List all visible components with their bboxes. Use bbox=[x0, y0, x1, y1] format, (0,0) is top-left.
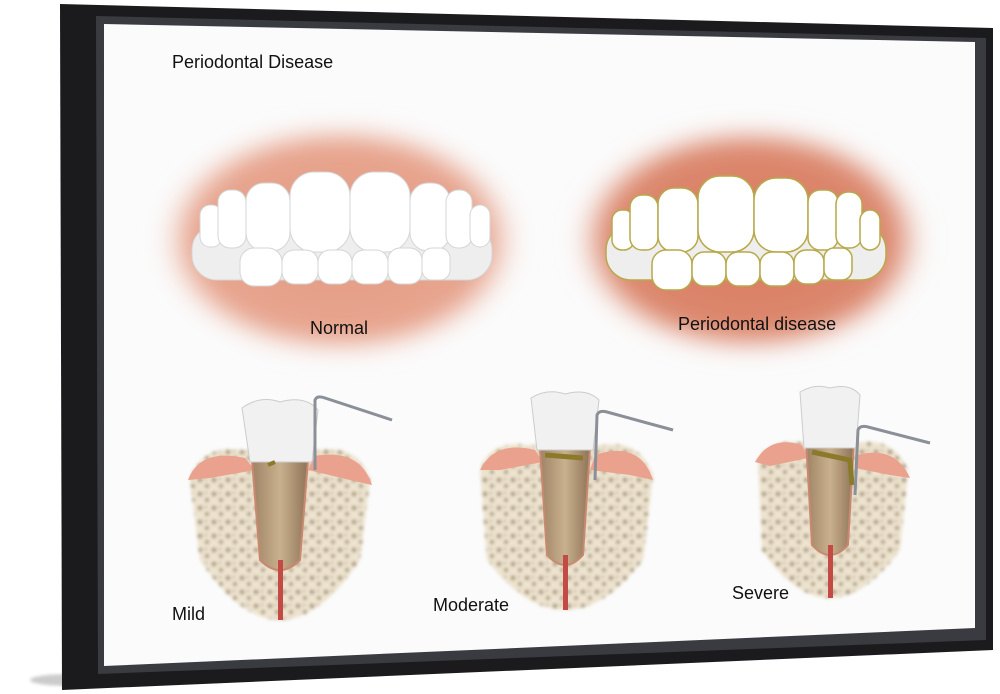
mild-label: Mild bbox=[172, 604, 206, 624]
moderate-label: Moderate bbox=[433, 595, 510, 615]
mild-stage-illustration bbox=[188, 395, 393, 620]
normal-mouth-illustration bbox=[155, 120, 525, 360]
severe-stage-illustration bbox=[755, 385, 931, 598]
normal-label: Normal bbox=[310, 318, 369, 338]
periodontal-disease-mouth-illustration bbox=[570, 122, 930, 358]
page-title: Periodontal Disease bbox=[172, 52, 334, 72]
periodontal-disease-label: Periodontal disease bbox=[678, 314, 837, 334]
severe-label: Severe bbox=[732, 583, 790, 603]
moderate-stage-illustration bbox=[480, 391, 674, 610]
